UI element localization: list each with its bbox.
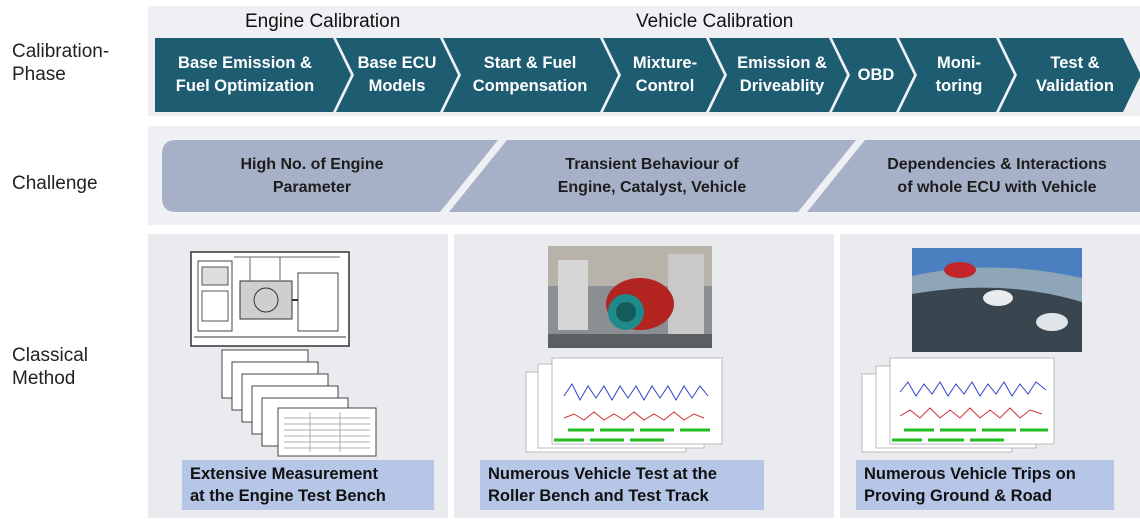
- challenge-label-dependencies: Dependencies & Interactions of whole ECU…: [887, 156, 1107, 196]
- challenge-segment-1: [162, 140, 498, 212]
- phase-label-base-ecu-models: Base ECU Models: [357, 54, 437, 95]
- calibration-phase-chevrons: Base Emission & Fuel Optimization Base E…: [155, 38, 1140, 112]
- phase-label-mixture-control: Mixture- Control: [632, 54, 698, 95]
- proving-ground-track-photo: [912, 248, 1082, 352]
- chevron-1: [155, 38, 351, 112]
- method-caption-proving-ground: Numerous Vehicle Trips on Proving Ground…: [856, 460, 1114, 510]
- challenge-band: High No. of Engine Parameter Transient B…: [162, 140, 1140, 212]
- vehicle-test-chart-sheets: [525, 357, 723, 453]
- phase-label-monitoring: Moni- toring: [935, 54, 983, 95]
- chevron-shapes: [155, 38, 1140, 112]
- challenge-segment-2: [449, 140, 856, 212]
- phase-label-test-validation: Test & Validation: [1036, 54, 1114, 95]
- vehicle-calibration-header: Vehicle Calibration: [636, 11, 794, 32]
- chevron-7: [899, 38, 1014, 112]
- vehicle-trip-chart-sheets: [861, 357, 1055, 453]
- phase-label-base-emission: Base Emission & Fuel Optimization: [175, 54, 315, 95]
- chevron-8: [999, 38, 1140, 112]
- phase-label-obd: OBD: [857, 65, 895, 84]
- chevron-3: [443, 38, 618, 112]
- method-caption-engine-bench: Extensive Measurement at the Engine Test…: [182, 460, 434, 510]
- engine-test-bench-illustration: [190, 251, 350, 347]
- challenge-label-engine-parameters: High No. of Engine Parameter: [240, 156, 384, 196]
- chevron-6: [832, 38, 914, 112]
- roller-bench-car-photo: [548, 246, 712, 348]
- challenge-shapes: [162, 140, 1140, 212]
- phase-label-start-fuel: Start & Fuel Compensation: [472, 54, 588, 95]
- chevron-4: [603, 38, 724, 112]
- row-label-calibration-phase: Calibration- Phase: [12, 41, 110, 85]
- row-label-challenge: Challenge: [12, 173, 98, 194]
- phase-label-emission-driveability: Emission & Driveablity: [737, 54, 827, 95]
- challenge-label-transient-behaviour: Transient Behaviour of Engine, Catalyst,…: [557, 156, 747, 196]
- chevron-5: [709, 38, 847, 112]
- row-label-classical-method: Classical Method: [12, 345, 89, 389]
- chevron-2: [336, 38, 458, 112]
- measurement-sheets-stack: [221, 349, 377, 457]
- method-caption-roller-bench: Numerous Vehicle Test at the Roller Benc…: [480, 460, 764, 510]
- engine-calibration-header: Engine Calibration: [245, 11, 401, 32]
- challenge-segment-3: [807, 140, 1140, 212]
